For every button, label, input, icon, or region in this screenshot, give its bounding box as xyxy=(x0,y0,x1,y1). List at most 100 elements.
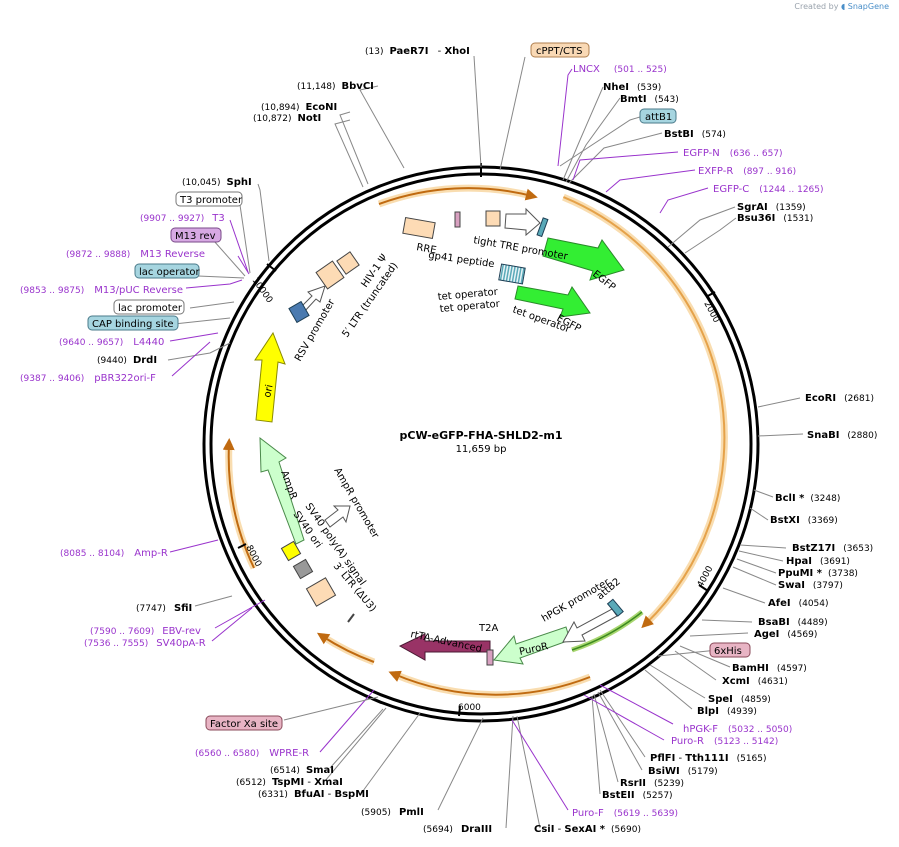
enzyme-blpi: BlpI(4939) xyxy=(697,706,757,717)
enzyme-pflfi: PflFI - Tth111I(5165) xyxy=(650,753,767,764)
enzyme-paer7i: (13)PaeR7I - XhoI xyxy=(365,46,470,57)
lac-operator-box xyxy=(134,263,200,279)
enzyme-afei: AfeI(4054) xyxy=(768,598,829,609)
primer-puro-f: Puro-F(5619 .. 5639) xyxy=(572,808,678,819)
cppt-cts-box xyxy=(530,42,590,58)
primer-m13-reverse: (9872 .. 9888)M13 Reverse xyxy=(66,249,205,260)
enzyme-bmti: BmtI(543) xyxy=(620,94,679,105)
enzyme-smai: (6514)SmaI xyxy=(270,765,334,776)
primer-exfp-r: EXFP-R(897 .. 916) xyxy=(698,166,796,177)
enzyme-agei: AgeI(4569) xyxy=(754,629,817,640)
ltr3-box xyxy=(305,577,337,607)
cap-binding-site-label: CAP binding site xyxy=(92,319,174,330)
lac-operator-label: lac operator xyxy=(139,267,200,278)
primer-egfp-c: EGFP-C(1244 .. 1265) xyxy=(713,184,824,195)
lac-promoter-box xyxy=(113,299,185,315)
primer-ebv-rev: (7590 .. 7609)EBV-rev xyxy=(90,626,201,637)
primer-labels: LNCX(501 .. 525) EGFP-N(636 .. 657) EXFP… xyxy=(20,64,824,819)
enzyme-ecori: EcoRI(2681) xyxy=(805,393,874,404)
enzyme-draiii: (5694)DraIII xyxy=(423,824,492,835)
enzyme-labels: (13)PaeR7I - XhoI (11,148)BbvCI (10,894)… xyxy=(97,46,877,835)
label-tet-operator-2: tet operator xyxy=(439,299,501,315)
primer-lncx: LNCX(501 .. 525) xyxy=(573,64,667,75)
sv40-polya-box xyxy=(280,540,302,562)
enzyme-bcli: BclI *(3248) xyxy=(775,493,840,504)
enzyme-noti: (10,872)NotI xyxy=(253,113,321,124)
label-rre: RRE xyxy=(415,242,437,256)
ltr-mini-blocks xyxy=(288,300,310,324)
enzyme-sfii: (7747)SfiI xyxy=(136,603,192,614)
enzyme-bstbi: BstBI(574) xyxy=(664,129,726,140)
primer-connectors xyxy=(169,68,709,811)
tight-tre-box xyxy=(485,210,501,227)
cppt-cts-label: cPPT/CTS xyxy=(536,46,582,57)
egfp-arrow-inner xyxy=(514,285,591,318)
snapgene-logo-icon: ◖ xyxy=(840,2,846,11)
primer-puro-r: Puro-R(5123 .. 5142) xyxy=(671,736,778,747)
enzyme-econi: (10,894)EcoNI xyxy=(261,102,337,113)
rre-box xyxy=(402,216,436,240)
puror-arrow xyxy=(493,626,571,665)
enzyme-bfuai: (6331)BfuAI - BspMI xyxy=(258,789,369,800)
ori-arrow xyxy=(254,331,286,423)
m13-rev-label: M13 rev xyxy=(175,231,216,242)
label-gp41: gp41 peptide xyxy=(428,250,496,270)
enzyme-bstxi: BstXI(3369) xyxy=(770,515,838,526)
lac-promoter-label: lac promoter xyxy=(118,303,183,314)
enzyme-bsteii: BstEII(5257) xyxy=(602,790,673,801)
tight-tre-promoter-mark xyxy=(536,217,549,238)
box-connectors xyxy=(173,56,719,721)
m13-rev-box xyxy=(170,227,222,243)
6xhis-label: 6xHis xyxy=(714,646,742,657)
6xhis-box xyxy=(709,642,751,658)
cap-binding-site-box xyxy=(87,315,179,331)
ltr3-mini-mark xyxy=(347,613,355,623)
enzyme-bsiwi: BsiWI(5179) xyxy=(648,766,718,777)
enzyme-bstz17i: BstZ17I(3653) xyxy=(792,543,873,554)
primer-sv40pa-r: (7536 .. 7555)SV40pA-R xyxy=(84,638,206,649)
enzyme-bbvci: (11,148)BbvCI xyxy=(297,81,374,92)
rtetr-arrow xyxy=(398,633,491,661)
primer-hpgk-f: hPGK-F(5032 .. 5050) xyxy=(683,724,792,735)
primer-m13-puc-reverse: (9853 .. 9875)M13/pUC Reverse xyxy=(20,285,183,296)
enzyme-snabi: SnaBI(2880) xyxy=(807,430,877,441)
t3-promoter-box xyxy=(175,191,243,207)
snapgene-credit: Created by ◖ SnapGene xyxy=(794,2,889,11)
sv40-ori-box xyxy=(292,558,314,580)
label-rtetr: rTetR xyxy=(438,653,468,664)
credit-prefix: Created by xyxy=(794,2,839,11)
outer-feature-arcs xyxy=(222,184,728,699)
tet-operator-box xyxy=(498,263,526,285)
label-ori: ori xyxy=(262,384,275,399)
enzyme-connectors xyxy=(167,55,804,829)
egfp-arrow-outer xyxy=(542,237,625,281)
ltr5-box xyxy=(315,260,345,290)
enzyme-swai: SwaI(3797) xyxy=(778,580,843,591)
enzyme-sgrai: SgrAI(1359) xyxy=(737,202,806,213)
enzyme-bsabi: BsaBI(4489) xyxy=(758,617,828,628)
enzyme-nhei: NheI(539) xyxy=(603,82,661,93)
label-tet-operator-1: tet operator xyxy=(437,287,499,303)
attb1-label: attB1 xyxy=(645,112,672,123)
gp41-box xyxy=(454,211,461,228)
inner-features xyxy=(254,207,625,666)
enzyme-sphi: (10,045)SphI xyxy=(182,177,252,188)
attb1-box xyxy=(639,108,677,124)
plasmid-size: 11,659 bp xyxy=(456,444,507,455)
primer-pbr322ori-f: (9387 .. 9406)pBR322ori-F xyxy=(20,373,156,384)
label-ampr-promoter: AmpR promoter xyxy=(331,466,381,541)
enzyme-drdi: (9440)DrdI xyxy=(97,355,157,366)
primer-amp-r: (8085 .. 8104)Amp-R xyxy=(60,548,168,559)
primer-egfp-n: EGFP-N(636 .. 657) xyxy=(683,148,783,159)
enzyme-rsrii: RsrII(5239) xyxy=(620,778,684,789)
boxed-feature-labels: cPPT/CTS attB1 T3 promoter M13 rev lac o… xyxy=(87,42,751,731)
tight-tre-promoter-arrow xyxy=(504,207,541,237)
enzyme-xcmi: XcmI(4631) xyxy=(722,676,788,687)
scale-ticks xyxy=(237,163,716,717)
hpgk-promoter-arrow xyxy=(562,608,618,643)
enzyme-ppumi: PpuMI *(3738) xyxy=(778,568,858,579)
enzyme-hpai: HpaI(3691) xyxy=(786,556,850,567)
t3-promoter-label: T3 promoter xyxy=(179,195,243,206)
plasmid-name: pCW-eGFP-FHA-SHLD2-m1 xyxy=(400,429,563,442)
